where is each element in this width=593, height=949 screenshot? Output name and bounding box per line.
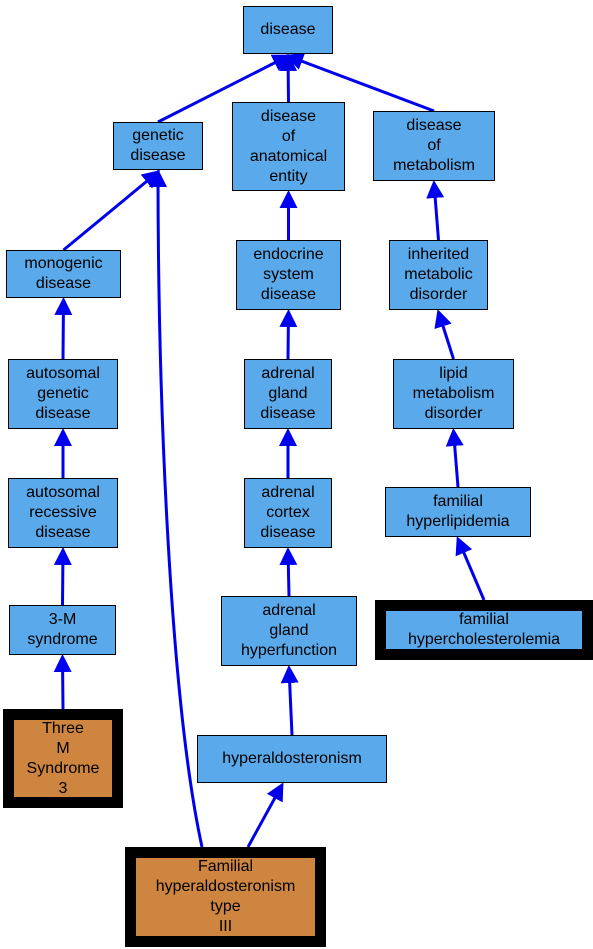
edge-familial_hypercholesterolemia-to-familial_hyperlipidemia: [455, 536, 486, 601]
edge-adrenal_gland_hyperfunction-to-adrenal_cortex_disease: [279, 547, 298, 597]
node-disease-of-metabolism[interactable]: disease of metabolism: [373, 111, 495, 181]
node-autosomal-genetic-disease[interactable]: autosomal genetic disease: [8, 359, 118, 429]
node-disease[interactable]: disease: [243, 6, 333, 54]
node-genetic-disease[interactable]: genetic disease: [113, 122, 203, 170]
node-endocrine-system-disease[interactable]: endocrine system disease: [236, 240, 341, 310]
node-autosomal-recessive-disease[interactable]: autosomal recessive disease: [8, 478, 118, 548]
edge-genetic_disease-to-disease: [157, 54, 291, 124]
node-monogenic-disease[interactable]: monogenic disease: [6, 250, 121, 298]
node-adrenal-cortex-disease[interactable]: adrenal cortex disease: [244, 478, 332, 548]
edge-lipid_metabolism_disorder-to-inherited_metabolic_disorder: [434, 309, 455, 360]
edge-disease_anatomical_entity-to-disease: [279, 53, 298, 103]
edge-three_m_syndrome_3-to-three_m_syndrome: [53, 654, 72, 710]
node-three-m-syndrome-3[interactable]: Three M Syndrome 3: [3, 709, 123, 808]
node-lipid-metabolism-disorder[interactable]: lipid metabolism disorder: [393, 359, 514, 429]
edge-adrenal_gland_disease-to-endocrine_system_disease: [279, 309, 298, 360]
node-hyperaldosteronism[interactable]: hyperaldosteronism: [197, 735, 387, 783]
node-familial-hyperlipidemia[interactable]: familial hyperlipidemia: [385, 487, 531, 537]
node-adrenal-gland-disease[interactable]: adrenal gland disease: [244, 359, 332, 429]
edge-disease_metabolism-to-disease: [285, 52, 435, 113]
edge-autosomal_genetic_disease-to-monogenic_disease: [54, 297, 73, 360]
node-inherited-metabolic-disorder[interactable]: inherited metabolic disorder: [389, 240, 488, 310]
edge-three_m_syndrome-to-autosomal_recessive_disease: [53, 547, 72, 606]
node-adrenal-gland-hyperfunction[interactable]: adrenal gland hyperfunction: [221, 596, 357, 666]
edge-monogenic_disease-to-genetic_disease: [62, 170, 161, 252]
edge-hyperaldosteronism-to-adrenal_gland_hyperfunction: [280, 665, 299, 736]
node-familial-hypercholesterolemia[interactable]: familial hypercholesterolemia: [375, 600, 593, 660]
node-3-m-syndrome[interactable]: 3-M syndrome: [9, 605, 116, 655]
edge-inherited_metabolic_disorder-to-disease_metabolism: [426, 180, 445, 241]
edge-familial_hyperaldosteronism_3-to-hyperaldosteronism: [246, 782, 284, 848]
edge-familial_hyperaldosteronism_3-to-genetic_disease: [149, 169, 204, 848]
node-familial-hyperaldosteronism-type-3[interactable]: Familial hyperaldosteronism type III: [125, 847, 326, 947]
edge-familial_hyperlipidemia-to-lipid_metabolism_disorder: [445, 428, 464, 488]
node-disease-of-anatomical-entity[interactable]: disease of anatomical entity: [232, 102, 345, 191]
